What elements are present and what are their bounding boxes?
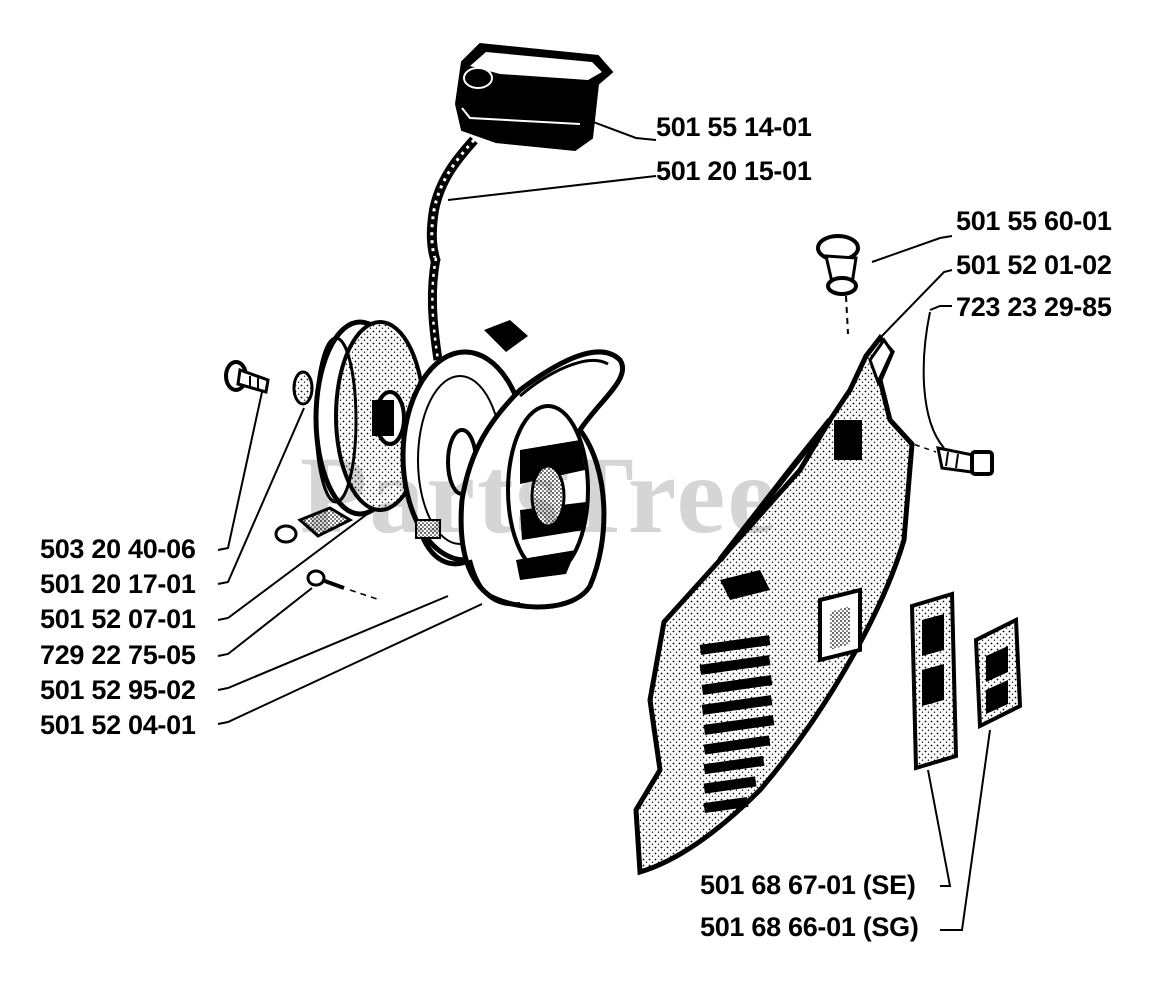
part-label-small-screw[interactable]: 729 22 75-05	[40, 640, 196, 670]
part-label-spring[interactable]: 501 52 01-02	[956, 250, 1112, 280]
washer	[292, 370, 314, 406]
small-screw	[306, 569, 381, 601]
leader-lines	[217, 119, 991, 931]
part-label-rope[interactable]: 501 20 15-01	[656, 156, 812, 186]
decal-sg	[973, 616, 1023, 730]
starter-handle	[454, 42, 614, 152]
starter-cover	[633, 334, 915, 876]
part-label-decal-sg[interactable]: 501 68 66-01 (SG)	[700, 912, 919, 942]
part-label-bolt[interactable]: 723 23 29-85	[956, 292, 1112, 322]
watermark-text: PartsTree	[300, 434, 779, 556]
part-label-handle[interactable]: 501 55 14-01	[656, 112, 812, 142]
nut	[816, 234, 860, 335]
part-label-housing[interactable]: 501 52 04-01	[40, 710, 196, 740]
bolt-right	[895, 437, 994, 476]
part-label-screw[interactable]: 503 20 40-06	[40, 534, 196, 564]
starter-pulley-housing	[458, 349, 625, 610]
part-label-pulley[interactable]: 501 52 07-01	[40, 604, 196, 634]
part-label-nut[interactable]: 501 55 60-01	[956, 206, 1112, 236]
part-label-decal-se[interactable]: 501 68 67-01 (SE)	[700, 870, 916, 900]
decal-se	[909, 591, 959, 771]
part-label-washer[interactable]: 501 20 17-01	[40, 569, 196, 599]
part-label-spring-cassette[interactable]: 501 52 95-02	[40, 675, 196, 705]
starter-rope	[426, 136, 478, 361]
left-screw	[224, 360, 270, 394]
